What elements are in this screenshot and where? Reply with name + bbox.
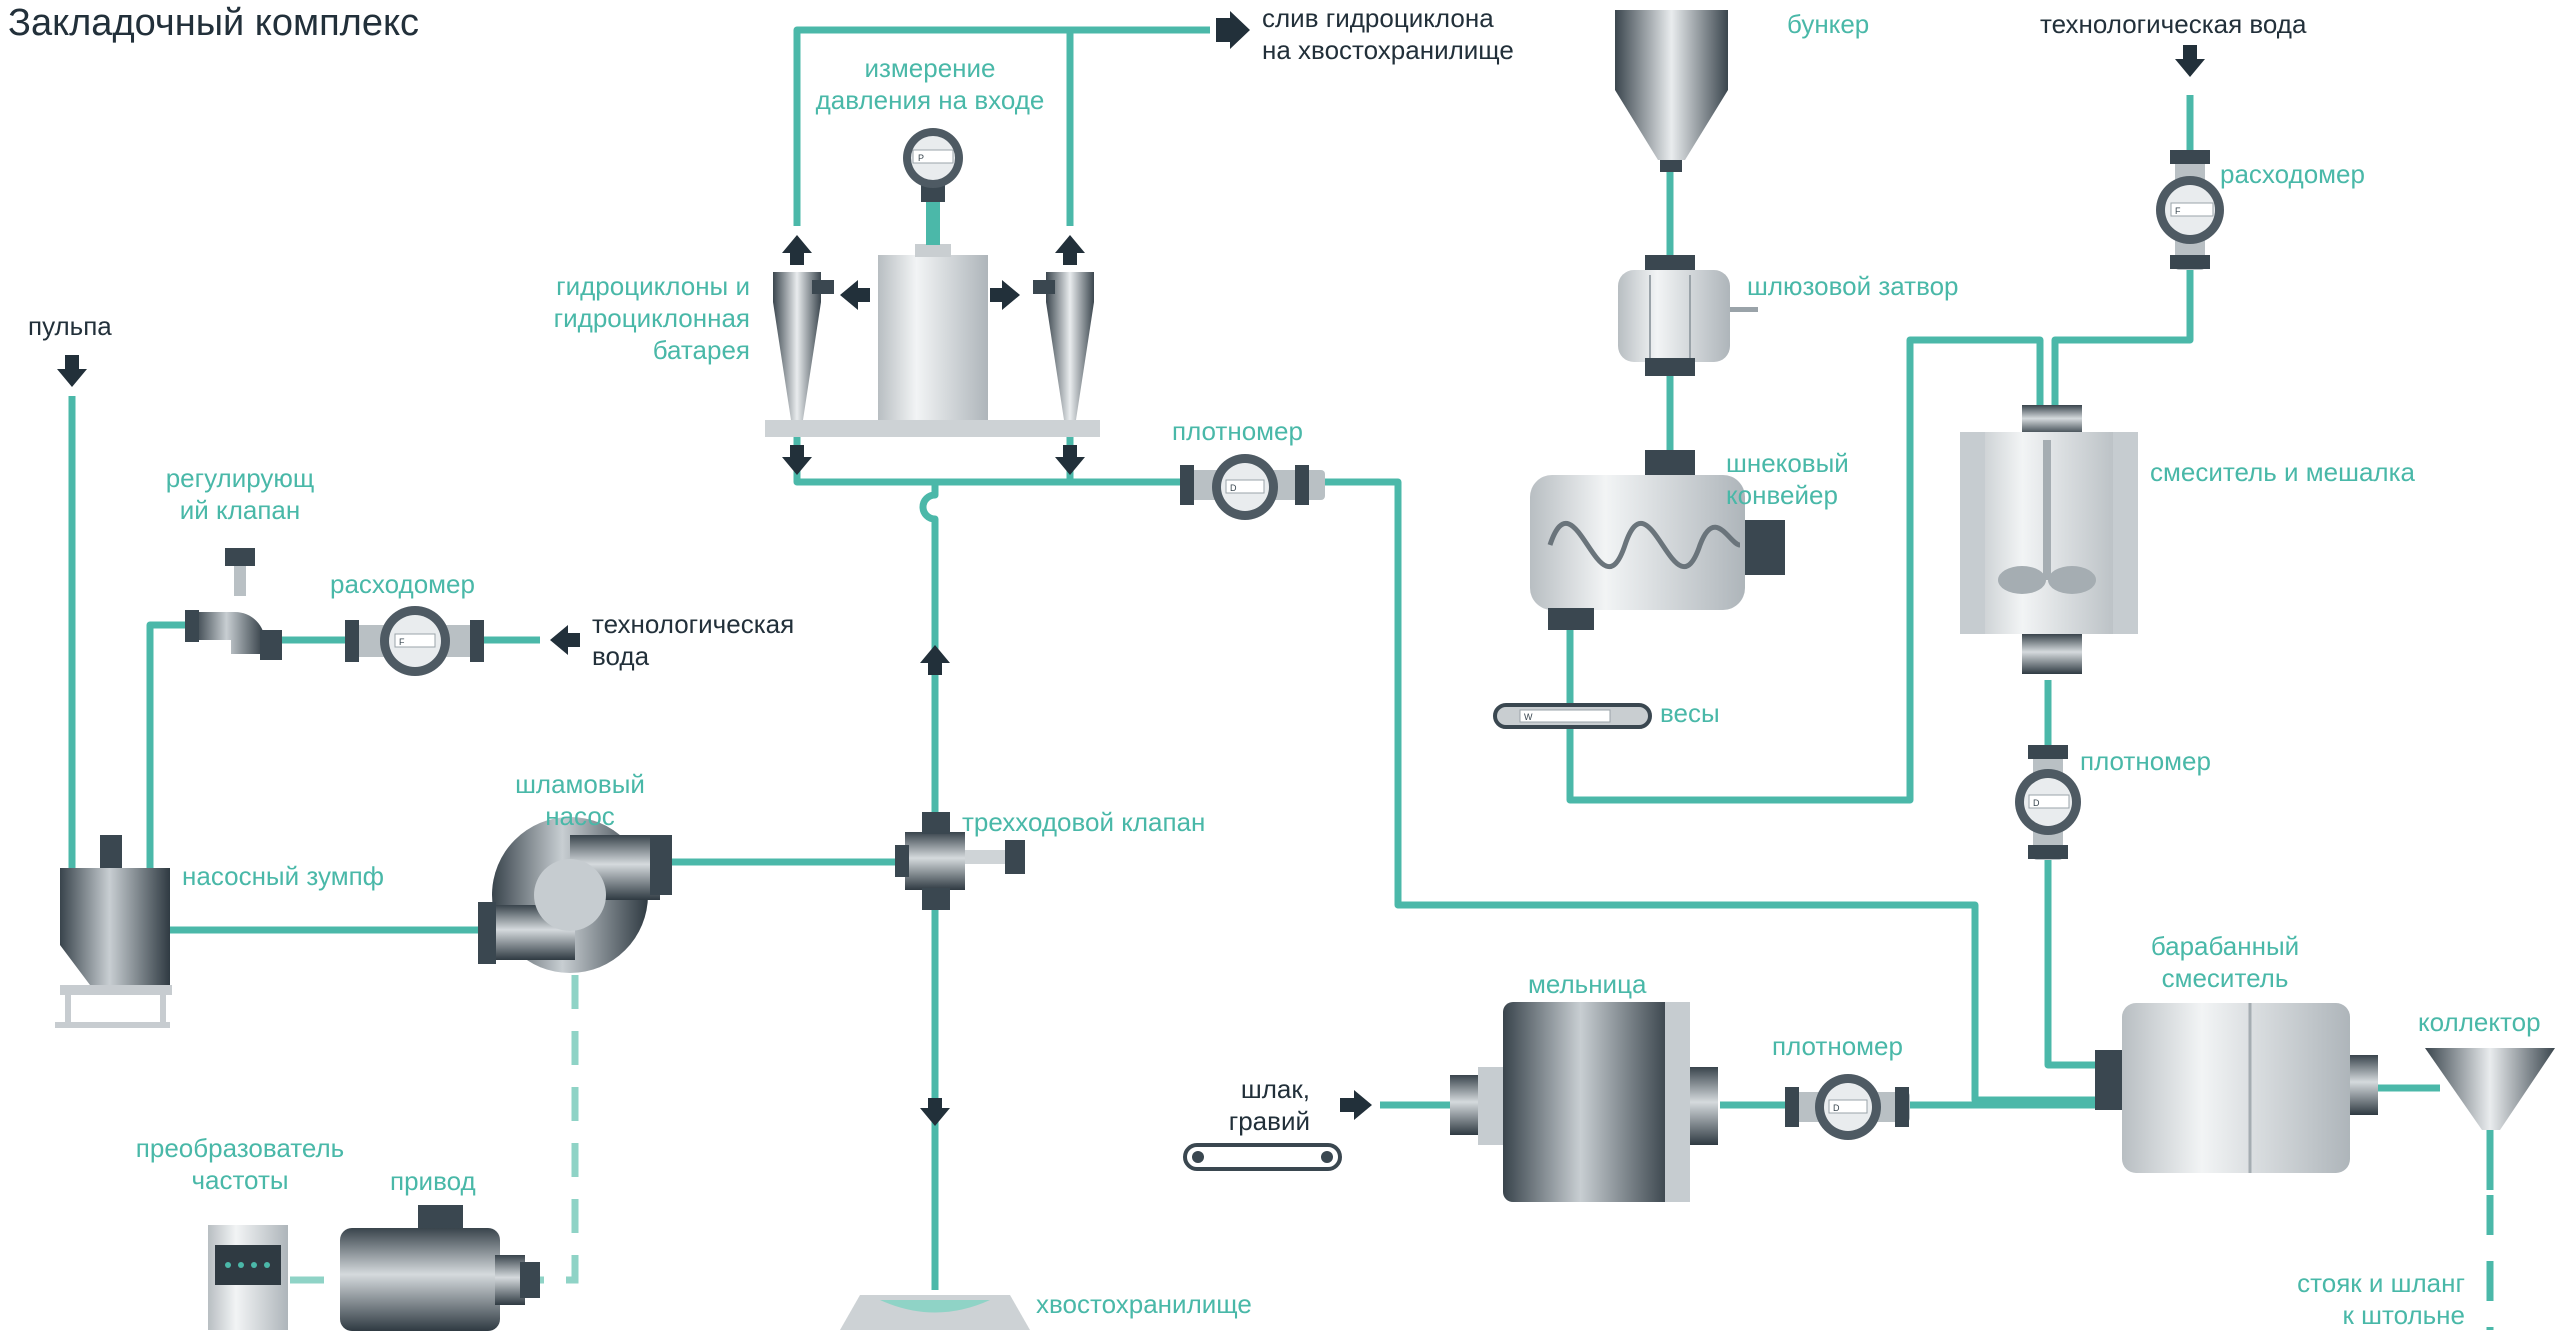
screw-conveyor — [1530, 450, 1785, 630]
scales: W — [1493, 703, 1652, 729]
hc-tank-top — [915, 244, 951, 257]
pipe-sump-valve — [146, 621, 195, 870]
drive-motor — [340, 1205, 540, 1331]
densitometer-right-letter: D — [2033, 798, 2040, 808]
label-densitometer-right: плотномер — [2080, 746, 2211, 776]
rotary-valve — [1618, 255, 1758, 376]
label-process-water-left: технологическая вода — [592, 609, 795, 671]
label-screw-conveyor: шнековый конвейер — [1726, 448, 1849, 510]
flow-arrows — [57, 11, 2205, 1126]
bunker — [1615, 10, 1728, 172]
label-hydrocyclones: гидроциклоны и гидроциклонная батарея — [553, 271, 750, 365]
page-title: Закладочный комплекс — [8, 2, 420, 44]
control-valve — [185, 548, 282, 660]
label-tailings: хвостохранилище — [1036, 1289, 1252, 1319]
hc-base-plate — [765, 420, 1100, 437]
label-vfd: преобразователь частоты — [135, 1133, 345, 1195]
arrow-outlet — [1216, 11, 1250, 49]
label-sump: насосный зумпф — [182, 861, 385, 891]
slurry-pump — [478, 817, 672, 973]
label-inlet-pressure: измерение давления на входе — [815, 53, 1045, 115]
label-control-valve: регулирующ ий клапан — [165, 463, 315, 525]
label-three-way-valve: трехходовой клапан — [962, 807, 1206, 837]
label-mixer: смеситель и мешалка — [2150, 457, 2415, 487]
hc-right-cyclone — [1033, 272, 1094, 420]
vfd — [208, 1225, 288, 1330]
hc-tank — [878, 255, 988, 420]
flowmeter-right: F — [2156, 150, 2224, 270]
arrow-water-left — [550, 625, 580, 655]
pressure-gauge: P — [903, 128, 963, 245]
arrow-water-right — [2175, 45, 2205, 77]
arrow-hc-feed-left — [840, 280, 870, 310]
slag-conveyor — [1183, 1143, 1342, 1171]
label-drive: привод — [390, 1166, 476, 1196]
mixer-agitator — [1960, 405, 2138, 674]
label-bunker: бункер — [1787, 9, 1870, 39]
label-rotary-valve: шлюзовой затвор — [1747, 271, 1959, 301]
label-densitometer-top: плотномер — [1172, 416, 1303, 446]
label-densitometer-mill: плотномер — [1772, 1031, 1903, 1061]
label-flowmeter-left: расходомер — [330, 569, 475, 599]
arrow-slag — [1340, 1090, 1372, 1120]
label-flowmeter-right: расходомер — [2220, 159, 2365, 189]
arrow-hc-left-down — [782, 445, 812, 475]
dashed-pipes — [290, 975, 579, 1284]
label-process-water-right: технологическая вода — [2040, 9, 2307, 39]
densitometer-top: D — [1180, 454, 1325, 520]
label-slurry-pump: шламовый насос — [515, 769, 645, 831]
arrow-hc-feed-right — [990, 280, 1020, 310]
densitometer-right: D — [2015, 745, 2081, 860]
pipe-screw-mixer — [1566, 336, 2044, 804]
scales-letter: W — [1524, 712, 1533, 722]
collector — [2425, 1048, 2555, 1130]
tailings-pond — [840, 1295, 1030, 1330]
label-slag: шлак, гравий — [1228, 1074, 1310, 1136]
pressure-gauge-letter: P — [918, 153, 924, 163]
arrow-hc-right-down — [1055, 445, 1085, 475]
flowmeter-right-letter: F — [2175, 206, 2181, 216]
arrow-hc-left-up — [782, 235, 812, 265]
pipe-main-riser — [919, 482, 939, 1290]
three-way-valve — [895, 812, 1025, 910]
label-outlet-hydrocyclone: слив гидроциклона на хвостохранилище — [1262, 3, 1514, 65]
arrow-tailings — [920, 1098, 950, 1126]
drum-mixer — [2095, 1003, 2378, 1173]
mill — [1450, 1002, 1718, 1202]
label-mill: мельница — [1528, 969, 1647, 999]
densitometer-mill: D — [1785, 1074, 1910, 1140]
label-collector: коллектор — [2418, 1007, 2541, 1037]
label-scales: весы — [1660, 698, 1720, 728]
label-riser: стояк и шланг к штольне — [2297, 1268, 2465, 1330]
hydrocyclone-battery: P — [765, 128, 1100, 437]
densitometer-mill-letter: D — [1833, 1103, 1840, 1113]
hc-left-cyclone — [773, 272, 834, 420]
arrow-riser-up — [920, 645, 950, 675]
arrow-pulp — [57, 355, 87, 387]
pump-sump — [55, 835, 172, 1028]
label-drum-mixer: барабанный смеситель — [2150, 931, 2300, 993]
arrow-hc-right-up — [1055, 235, 1085, 265]
densitometer-top-letter: D — [1230, 483, 1237, 493]
flowmeter-left-letter: F — [399, 637, 405, 647]
pipe-drive-shaft — [540, 975, 579, 1284]
label-pulp: пульпа — [28, 311, 112, 341]
flowmeter-left: F — [345, 606, 484, 676]
